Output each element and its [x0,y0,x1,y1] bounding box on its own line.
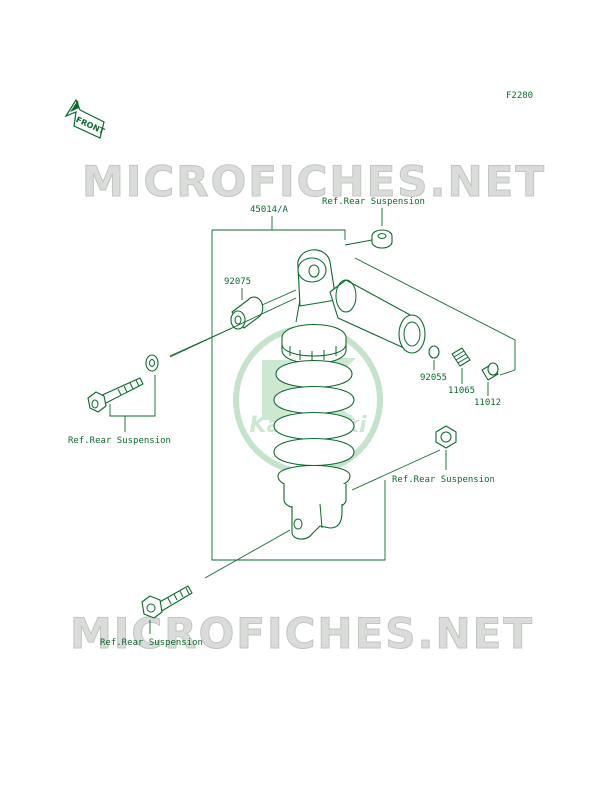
assembly-bracket-top [212,229,346,240]
bolt-bottom [141,585,193,619]
label-92075: 92075 [224,277,251,287]
label-45014A: 45014/A [250,205,289,215]
assembly-bracket-left [211,230,386,561]
label-92055: 92055 [420,373,447,383]
assembly-bracket-right [354,257,516,370]
watermark-bottom: MICROFICHES.NET [70,609,534,658]
diagram-code: F2280 [506,91,533,101]
label-11012: 11012 [474,398,501,408]
front-arrow-icon: FRONT [64,98,106,139]
leader-top-washer [344,239,373,246]
watermark-top: MICROFICHES.NET [82,157,546,206]
top-washer [371,229,393,249]
ref-bottom-left: Ref.Rear Suspension [100,638,203,648]
shock-absorber [273,249,426,540]
cap-11012 [481,362,499,381]
bushing-92075 [230,296,264,330]
label-11065: 11065 [448,386,475,396]
ref-right-mid: Ref.Rear Suspension [392,475,495,485]
bolt-top [87,377,144,413]
ref-top-right: Ref.Rear Suspension [322,197,425,207]
bottom-washer [435,425,457,449]
oring-92055 [428,345,440,359]
ref-left-mid: Ref.Rear Suspension [68,436,171,446]
left-washer [145,354,159,372]
valve-11065 [451,347,471,367]
